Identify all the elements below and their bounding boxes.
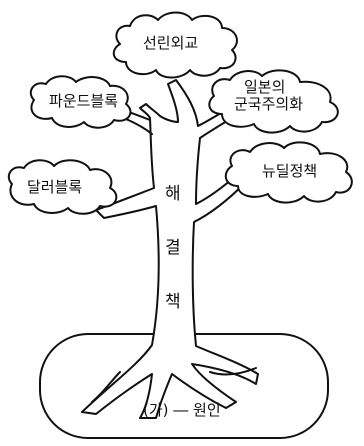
branch-label-upper-right-line1: 일본의: [244, 78, 286, 96]
branch-label-upper-left: 파운드블록: [49, 92, 119, 110]
tree-trunk: [81, 79, 259, 419]
cloud-top: [112, 11, 238, 79]
cloud-lower-left: [7, 159, 118, 215]
branch-label-upper-right-line2: 군국주의화: [234, 95, 304, 113]
trunk-label-char-1: 해: [165, 184, 181, 204]
cloud-upper-right: [208, 69, 339, 134]
trunk-label-char-2: 결: [165, 238, 181, 258]
cloud-upper-left: [29, 75, 132, 129]
root-tendril-right: [209, 367, 257, 376]
trunk-label-char-3: 책: [165, 292, 181, 312]
root-label: (가) ― 원인: [143, 401, 221, 419]
branch-label-top: 선린외교: [143, 34, 199, 52]
branch-label-lower-left: 달러블록: [27, 178, 83, 196]
cloud-middle-right: [224, 141, 353, 204]
branch-label-middle-right: 뉴딜정책: [262, 162, 318, 180]
root-tendril-left: [91, 371, 121, 403]
